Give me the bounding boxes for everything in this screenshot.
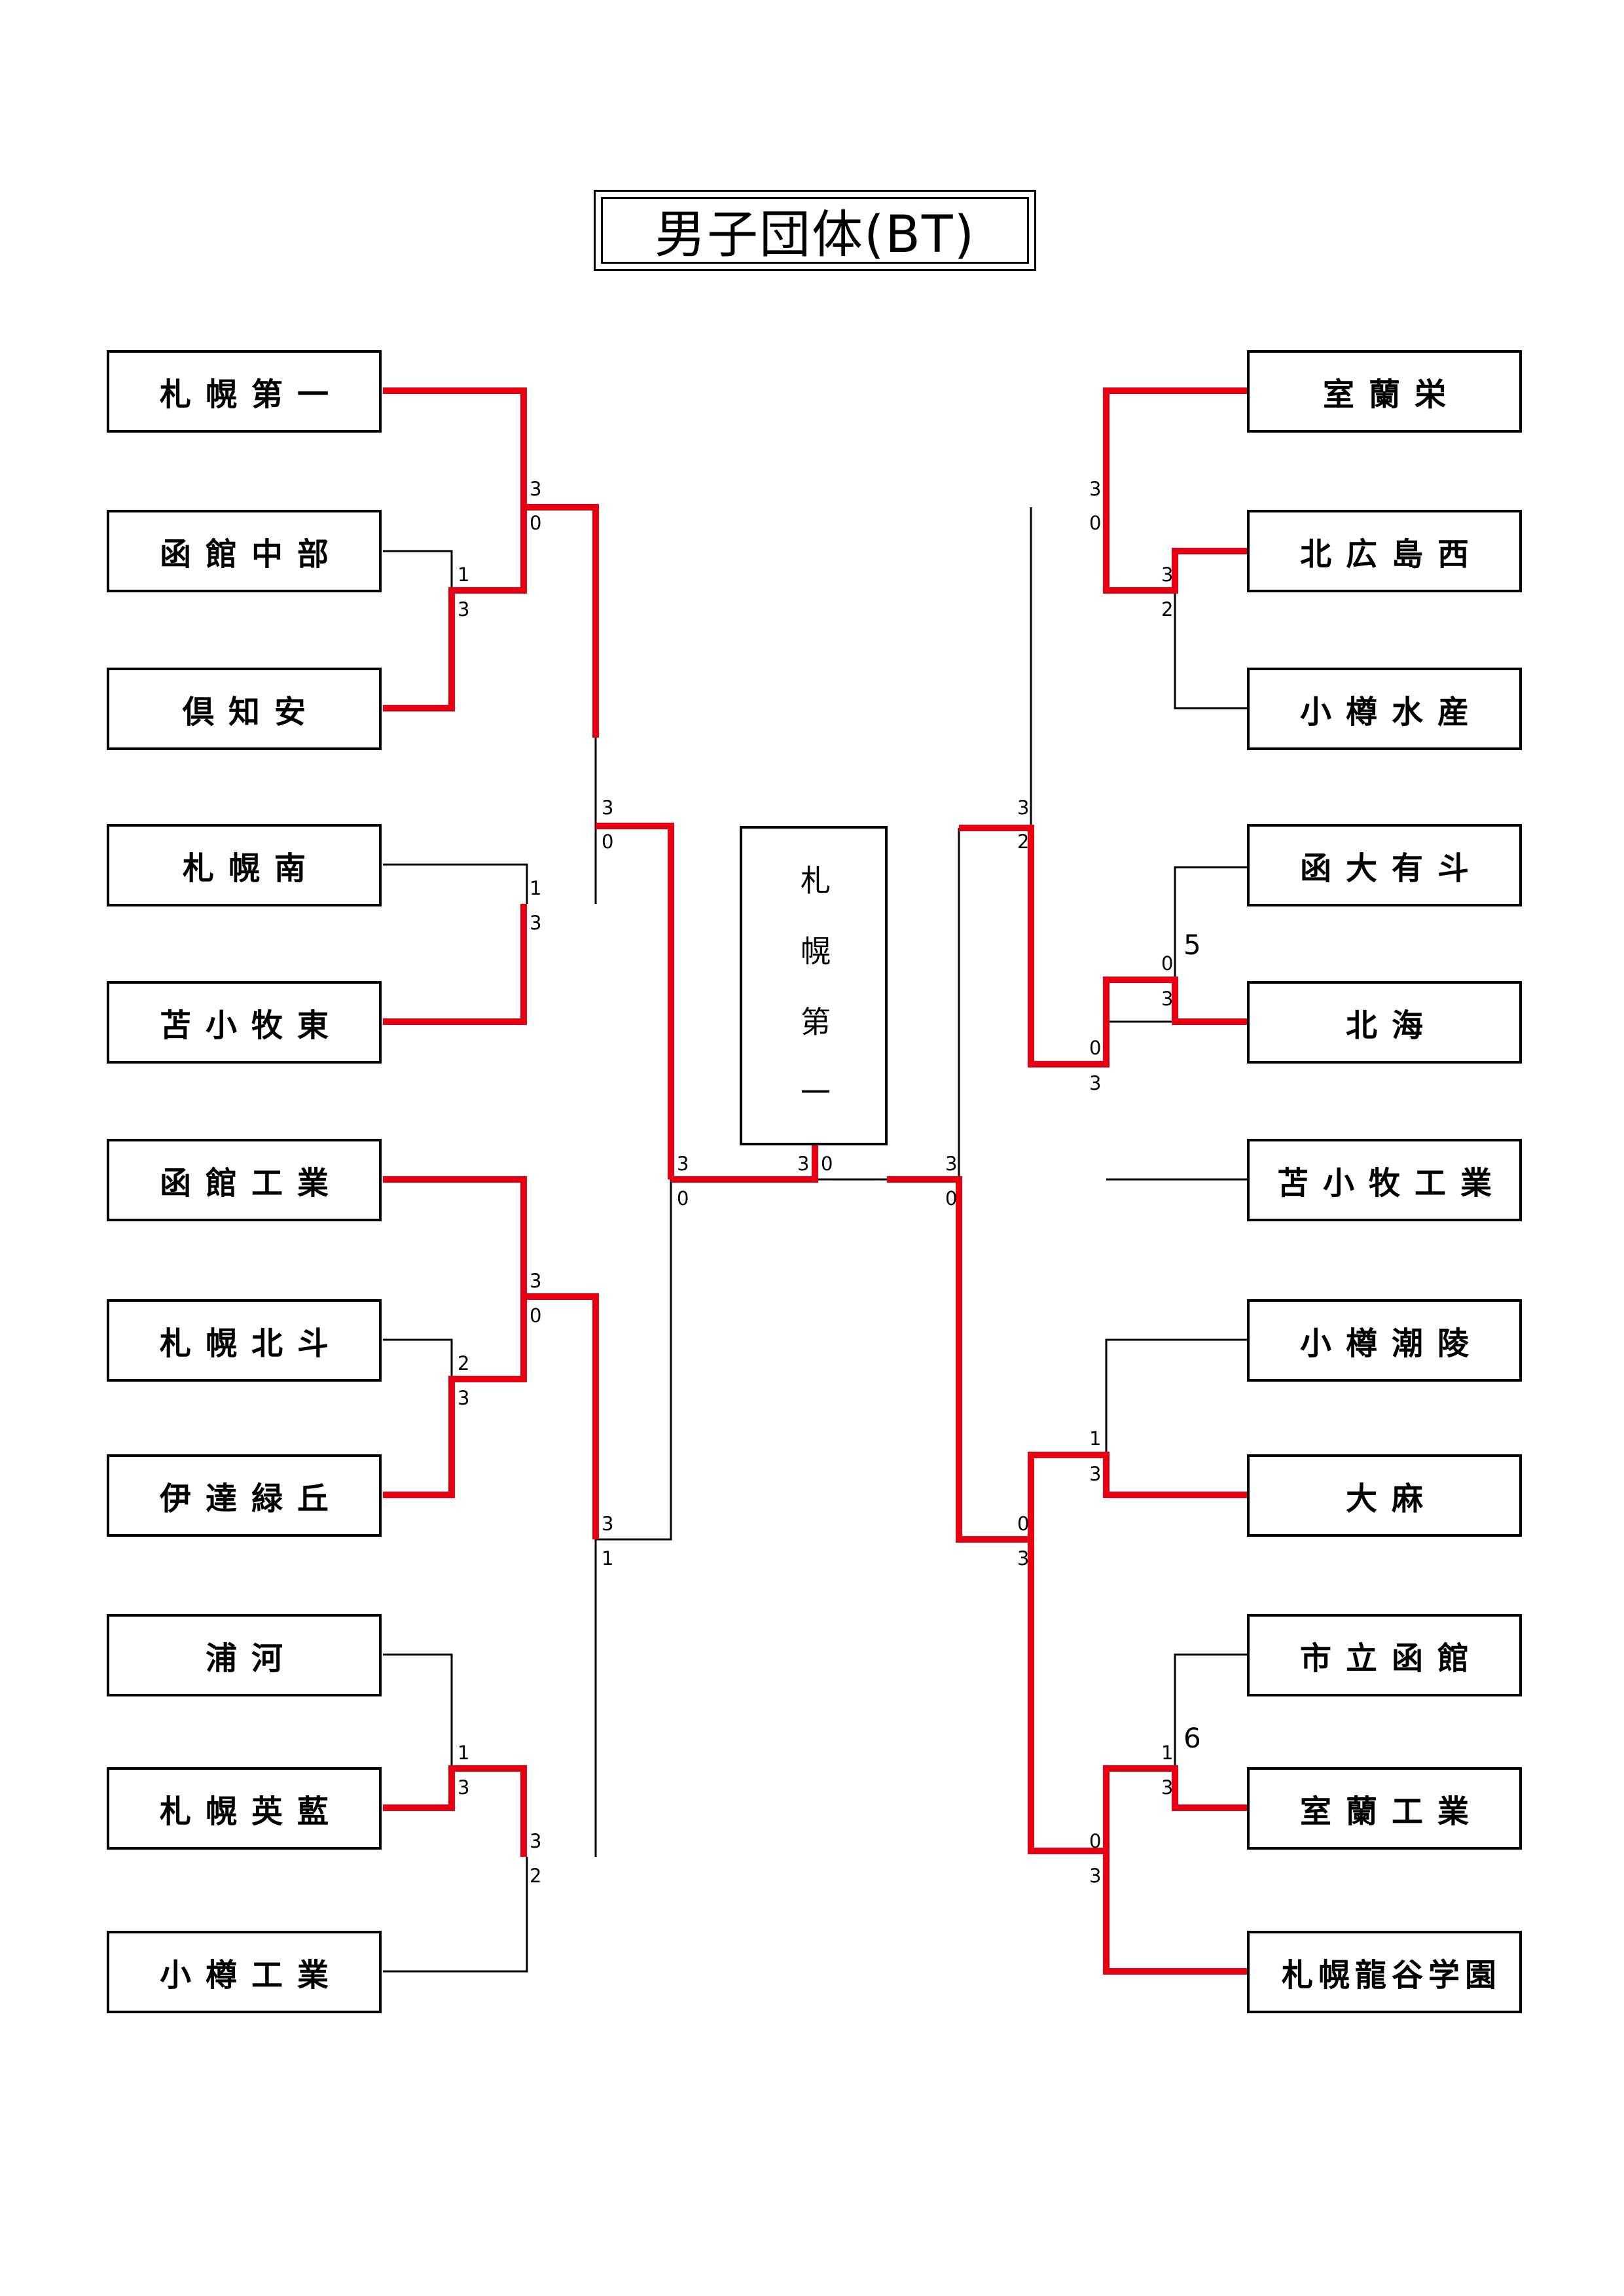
team-left-2: 函館中部 xyxy=(107,510,382,592)
team-name: 札幌北斗 xyxy=(159,1325,343,1362)
team-left-10: 札幌英藍 xyxy=(107,1767,382,1850)
team-right-5: 北海 xyxy=(1247,981,1522,1064)
score: 3 xyxy=(1017,1547,1030,1570)
team-name: 小樽工業 xyxy=(159,1957,343,1994)
team-left-9: 浦河 xyxy=(107,1614,382,1696)
score: 1 xyxy=(1089,1427,1102,1450)
team-name: 苫小牧工業 xyxy=(1276,1165,1506,1202)
score: 3 xyxy=(945,1153,958,1175)
score: 3 xyxy=(1017,797,1030,819)
champion-box: 札幌第一 xyxy=(740,826,888,1147)
score: 2 xyxy=(458,1352,470,1374)
champion-name: 札幌第一 xyxy=(796,865,831,1147)
team-name: 倶知安 xyxy=(182,694,320,730)
team-name: 苫小牧東 xyxy=(159,1007,343,1044)
score: 3 xyxy=(530,1270,542,1292)
score: 3 xyxy=(1089,1865,1102,1887)
score: 3 xyxy=(1161,1776,1174,1799)
team-name: 札幌龍谷学園 xyxy=(1281,1957,1502,1994)
team-name: 函大有斗 xyxy=(1299,850,1483,887)
score: 3 xyxy=(530,478,542,500)
score: 0 xyxy=(1089,512,1102,534)
score: 0 xyxy=(1089,1037,1102,1059)
score: 3 xyxy=(797,1153,810,1175)
score: 1 xyxy=(602,1547,614,1570)
team-left-1: 札幌第一 xyxy=(107,350,382,433)
team-name: 函館工業 xyxy=(159,1165,343,1202)
score: 3 xyxy=(458,598,470,620)
score: 3 xyxy=(1089,1463,1102,1485)
team-name: 室蘭栄 xyxy=(1322,376,1460,413)
score: 1 xyxy=(458,1742,470,1764)
team-name: 札幌南 xyxy=(182,850,320,887)
score: 2 xyxy=(530,1865,542,1887)
team-name: 小樽水産 xyxy=(1299,694,1483,730)
score: 3 xyxy=(677,1153,689,1175)
team-left-8: 伊達緑丘 xyxy=(107,1454,382,1537)
score: 3 xyxy=(458,1387,470,1409)
team-right-7: 小樽潮陵 xyxy=(1247,1299,1522,1382)
score: 0 xyxy=(945,1187,958,1210)
team-name: 北広島西 xyxy=(1299,536,1483,573)
team-left-6: 函館工業 xyxy=(107,1139,382,1221)
score: 2 xyxy=(1161,598,1174,620)
score: 3 xyxy=(1089,478,1102,500)
team-left-3: 倶知安 xyxy=(107,668,382,750)
score: 3 xyxy=(1161,564,1174,586)
score: 0 xyxy=(1161,952,1174,975)
team-right-1: 室蘭栄 xyxy=(1247,350,1522,433)
team-right-8: 大麻 xyxy=(1247,1454,1522,1537)
team-left-11: 小樽工業 xyxy=(107,1931,382,2013)
score: 3 xyxy=(1161,988,1174,1010)
team-right-6: 苫小牧工業 xyxy=(1247,1139,1522,1221)
score: 3 xyxy=(602,1513,614,1535)
score: 0 xyxy=(1017,1513,1030,1535)
team-name: 浦河 xyxy=(205,1640,297,1677)
team-left-5: 苫小牧東 xyxy=(107,981,382,1064)
team-name: 大麻 xyxy=(1345,1480,1437,1517)
block-label: 6 xyxy=(1183,1722,1201,1754)
score: 1 xyxy=(458,564,470,586)
team-left-4: 札幌南 xyxy=(107,824,382,906)
score: 0 xyxy=(821,1153,833,1175)
team-right-3: 小樽水産 xyxy=(1247,668,1522,750)
team-right-11: 札幌龍谷学園 xyxy=(1247,1931,1522,2013)
score: 2 xyxy=(1017,831,1030,853)
team-name: 市立函館 xyxy=(1299,1640,1483,1677)
team-name: 札幌英藍 xyxy=(159,1793,343,1830)
team-name: 函館中部 xyxy=(159,536,343,573)
score: 0 xyxy=(1089,1830,1102,1852)
team-name: 室蘭工業 xyxy=(1299,1793,1483,1830)
team-name: 札幌第一 xyxy=(159,376,343,413)
team-name: 伊達緑丘 xyxy=(159,1480,343,1517)
title-frame: 男子団体(BT) xyxy=(594,190,1036,271)
score: 3 xyxy=(458,1776,470,1799)
team-name: 小樽潮陵 xyxy=(1299,1325,1483,1362)
score: 3 xyxy=(602,797,614,819)
team-right-9: 市立函館 xyxy=(1247,1614,1522,1696)
score: 1 xyxy=(530,877,542,899)
page-title: 男子団体(BT) xyxy=(601,197,1029,264)
score: 3 xyxy=(1089,1072,1102,1094)
team-right-10: 室蘭工業 xyxy=(1247,1767,1522,1850)
block-label: 5 xyxy=(1183,929,1201,961)
team-left-7: 札幌北斗 xyxy=(107,1299,382,1382)
team-name: 北海 xyxy=(1345,1007,1437,1044)
score: 3 xyxy=(530,1830,542,1852)
team-right-4: 函大有斗 xyxy=(1247,824,1522,906)
score: 0 xyxy=(602,831,614,853)
score: 3 xyxy=(530,912,542,934)
score: 1 xyxy=(1161,1742,1174,1764)
score: 0 xyxy=(677,1187,689,1210)
score: 0 xyxy=(530,1304,542,1327)
team-right-2: 北広島西 xyxy=(1247,510,1522,592)
score: 0 xyxy=(530,512,542,534)
